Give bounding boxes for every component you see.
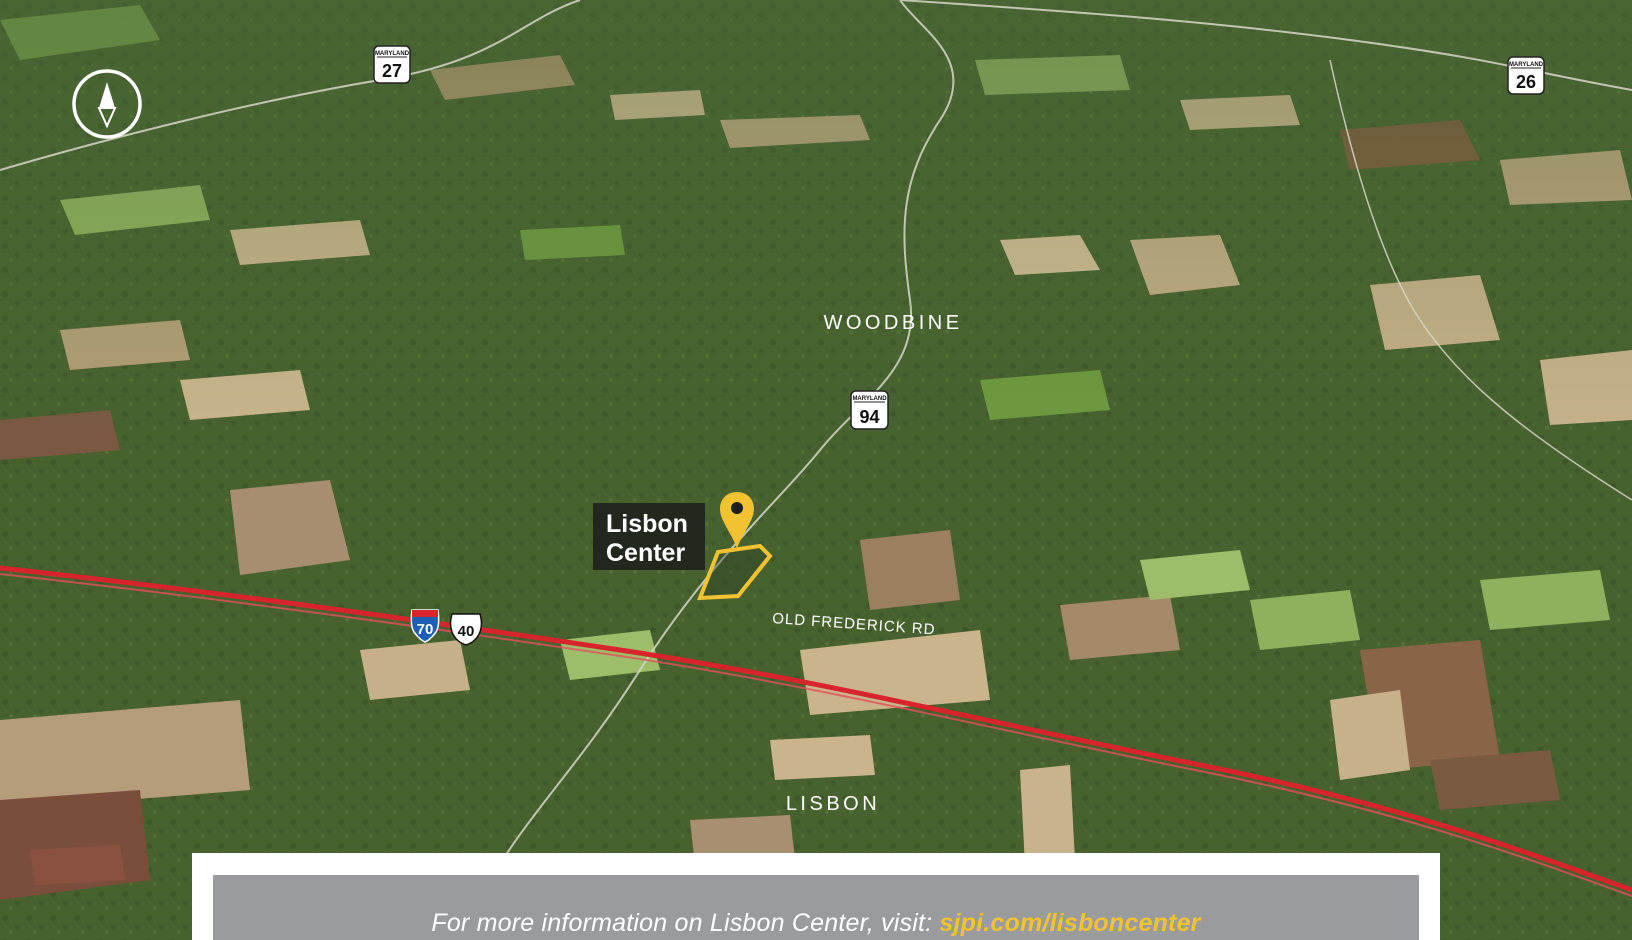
shield-state: MARYLAND (1509, 62, 1544, 68)
us-40-shield-icon: 40 (449, 613, 483, 646)
interstate-70-shield-icon: 70 (410, 609, 440, 643)
lisbon-center-label[interactable]: Lisbon Center (593, 503, 705, 570)
place-label-lisbon: LISBON (786, 793, 880, 815)
local-road (1329, 59, 1632, 501)
route-27-road (0, 0, 581, 171)
property-outline[interactable] (697, 543, 773, 601)
footer-text: For more information on Lisbon Center, v… (431, 909, 1200, 938)
shield-number: 70 (417, 621, 434, 638)
shield-state: MARYLAND (852, 396, 887, 402)
shield-state: MARYLAND (375, 51, 410, 57)
interstate-70-highway (0, 565, 1632, 893)
shield-number: 94 (859, 407, 879, 427)
maryland-27-shield-icon: MARYLAND 27 (373, 45, 411, 84)
compass-north-icon[interactable] (72, 69, 142, 139)
footer-info-bar: For more information on Lisbon Center, v… (213, 875, 1419, 940)
place-label-woodbine: WOODBINE (823, 312, 962, 334)
marker-label-line1: Lisbon (606, 510, 688, 538)
marker-label-line2: Center (606, 539, 685, 567)
interstate-70-lane (0, 573, 1632, 897)
shield-number: 40 (458, 623, 475, 640)
maryland-26-shield-icon: MARYLAND 26 (1507, 56, 1545, 95)
shield-number: 27 (382, 61, 402, 81)
shield-number: 26 (1516, 72, 1536, 92)
location-pin-icon[interactable] (720, 492, 754, 549)
footer-prefix: For more information on Lisbon Center, v… (431, 909, 933, 937)
footer-link[interactable]: sjpi.com/lisboncenter (939, 909, 1201, 937)
maryland-94-shield-icon: MARYLAND 94 (850, 390, 889, 430)
